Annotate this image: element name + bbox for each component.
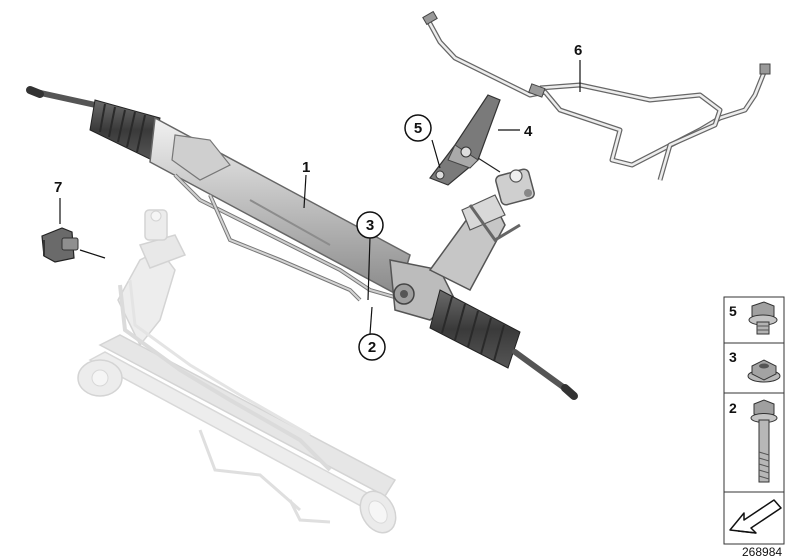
flange-nut-icon <box>747 359 781 383</box>
callout-4: 4 <box>524 123 533 140</box>
pressure-line-part <box>422 10 771 181</box>
callout-7: 7 <box>54 179 62 196</box>
callout-1: 1 <box>302 159 310 176</box>
hardware-legend-panel: 5 3 2 <box>723 296 785 545</box>
callout-2: 2 <box>368 339 376 356</box>
flange-bolt-icon <box>748 301 778 335</box>
reference-number: 268984 <box>742 545 782 559</box>
bracket-part <box>429 94 501 186</box>
legend-label-2: 2 <box>729 400 737 416</box>
legend-label-5: 5 <box>729 303 737 319</box>
callout-2-circle: 2 <box>358 333 386 361</box>
callout-3-circle: 3 <box>356 211 384 239</box>
callout-5: 5 <box>414 120 422 137</box>
legend-label-3: 3 <box>729 349 737 365</box>
callout-3: 3 <box>366 217 374 234</box>
callout-6: 6 <box>574 42 582 59</box>
ghost-steering-rack <box>77 209 397 534</box>
sensor-part <box>41 227 79 263</box>
callout-5-circle: 5 <box>404 114 432 142</box>
steering-rack-assembly <box>26 86 578 400</box>
leader-lines <box>59 60 581 335</box>
long-bolt-icon <box>750 399 778 483</box>
direction-arrow-icon <box>729 499 782 534</box>
